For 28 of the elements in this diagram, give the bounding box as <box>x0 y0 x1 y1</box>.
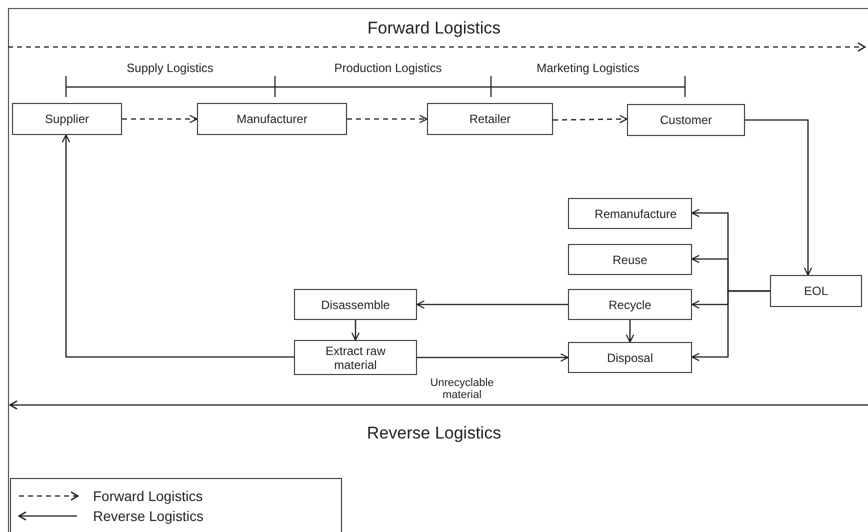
process-box: Disassemble <box>294 289 417 320</box>
arrow <box>626 320 634 343</box>
process-box: Customer <box>627 104 745 136</box>
arrow <box>62 134 294 358</box>
process-box: Extract raw material <box>294 340 417 375</box>
arrow <box>553 114 628 124</box>
process-box: Recycle <box>568 289 692 320</box>
arrow <box>745 119 812 276</box>
section-heading: Forward Logistics <box>367 17 501 40</box>
arrow <box>347 114 428 124</box>
process-box: Retailer <box>427 103 553 135</box>
legend-label: Reverse Logistics <box>93 507 204 525</box>
process-box: Disposal <box>568 342 692 373</box>
stage-label: Supply Logistics <box>126 60 214 77</box>
stage-label: Marketing Logistics <box>536 60 640 77</box>
process-box: EOL <box>770 275 862 307</box>
process-box: Remanufacture <box>568 198 692 229</box>
arrow <box>122 114 198 124</box>
process-box: Reuse <box>568 244 692 275</box>
legend-label: Forward Logistics <box>93 487 203 505</box>
process-box: Manufacturer <box>197 103 347 135</box>
arrow <box>691 290 770 362</box>
arrow <box>416 300 568 309</box>
arrow <box>417 353 569 362</box>
process-box: Supplier <box>12 103 122 135</box>
arrow <box>351 320 360 341</box>
section-heading: Reverse Logistics <box>366 422 502 444</box>
stage-label: Production Logistics <box>334 60 442 77</box>
